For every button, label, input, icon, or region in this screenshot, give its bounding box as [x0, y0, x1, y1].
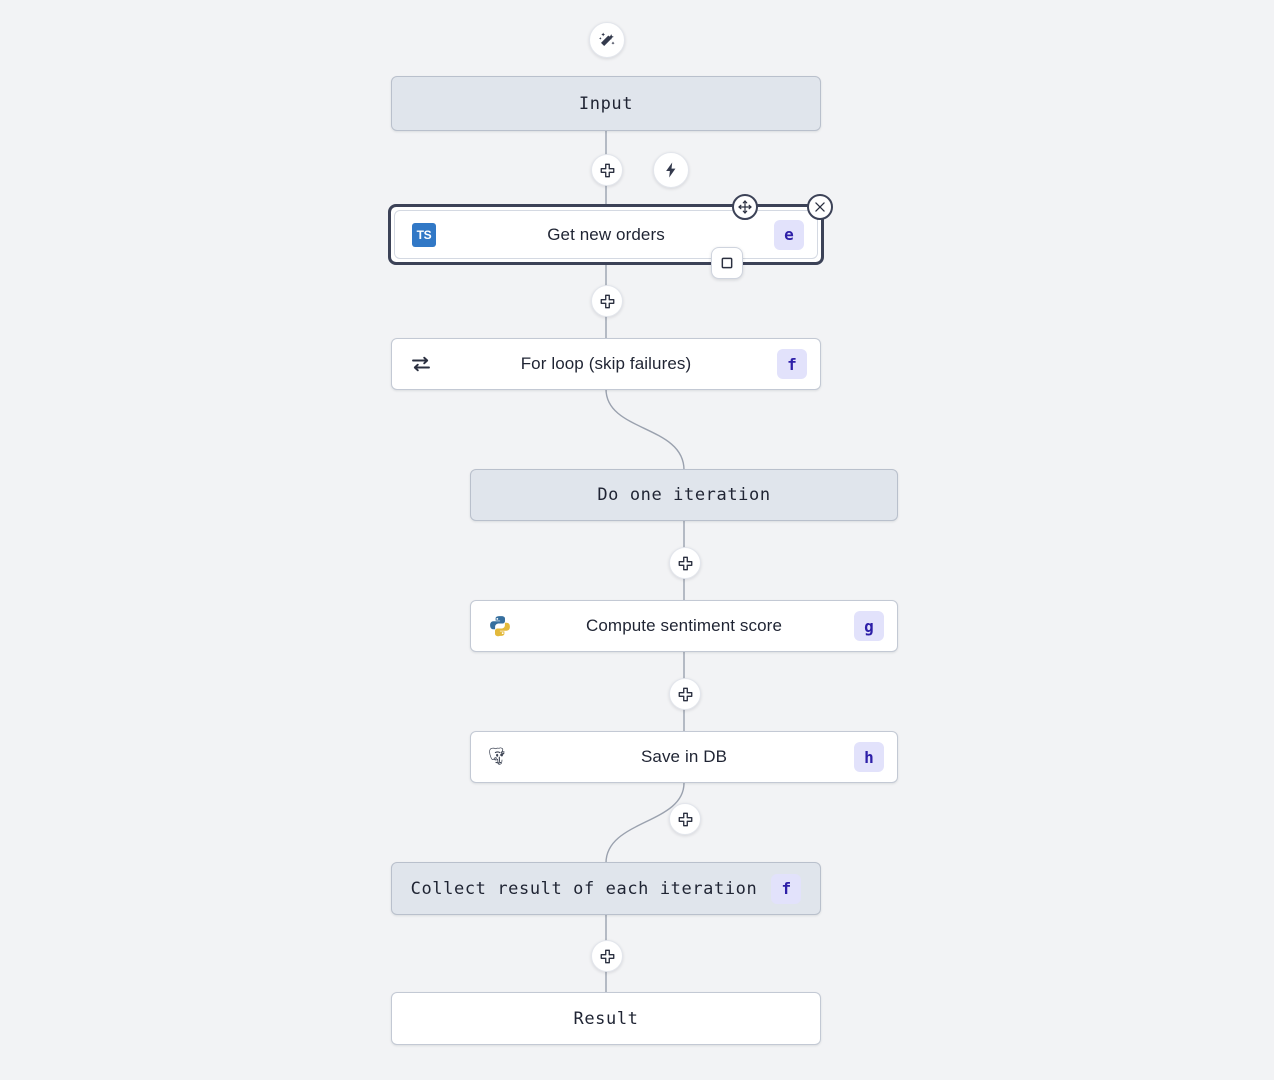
node-do-one-iteration-label: Do one iteration	[597, 485, 771, 505]
node-do-one-iteration[interactable]: Do one iteration	[470, 469, 898, 521]
node-result[interactable]: Result	[391, 992, 821, 1045]
plus-icon	[600, 163, 614, 177]
plus-icon	[678, 556, 692, 570]
plus-icon	[678, 812, 692, 826]
node-save-in-db-label: Save in DB	[640, 747, 728, 766]
insert-after-do-one-iteration-button[interactable]	[669, 547, 701, 579]
stop-square-icon	[721, 257, 733, 269]
insert-after-save-in-db-button[interactable]	[669, 803, 701, 835]
node-collect-result-label: Collect result of each iteration	[410, 878, 758, 899]
node-input-label: Input	[578, 93, 634, 114]
node-for-loop-badge: f	[777, 349, 807, 379]
magic-wand-icon	[599, 32, 615, 46]
loop-repeat-icon	[408, 351, 434, 377]
delete-node-button[interactable]	[807, 194, 833, 220]
lightning-bolt-icon	[666, 162, 676, 178]
node-compute-sentiment-score-label: Compute sentiment score	[586, 616, 782, 635]
node-get-new-orders-label: Get new orders	[547, 224, 665, 244]
node-collect-result-badge: f	[771, 873, 802, 904]
node-result-label: Result	[573, 1008, 639, 1029]
node-save-in-db[interactable]: Save in DB h	[470, 731, 898, 783]
node-compute-sentiment-score-badge: g	[854, 611, 884, 641]
plus-icon	[600, 949, 614, 963]
move-arrows-icon	[738, 200, 752, 214]
python-icon	[487, 613, 513, 639]
trigger-lightning-button[interactable]	[653, 152, 689, 188]
stop-execution-button[interactable]	[711, 247, 743, 279]
postgresql-icon	[487, 744, 513, 770]
node-save-in-db-badge: h	[854, 742, 884, 772]
insert-after-collect-result-button[interactable]	[591, 940, 623, 972]
node-input[interactable]: Input	[391, 76, 821, 131]
node-get-new-orders[interactable]: TS Get new orders e	[394, 210, 818, 259]
node-for-loop-label: For loop (skip failures)	[520, 354, 692, 373]
node-compute-sentiment-score[interactable]: Compute sentiment score g	[470, 600, 898, 652]
plus-icon	[600, 294, 614, 308]
node-collect-result[interactable]: Collect result of each iteration f	[391, 862, 821, 915]
insert-after-compute-sentiment-score-button[interactable]	[669, 678, 701, 710]
insert-after-input-button[interactable]	[591, 154, 623, 186]
node-get-new-orders-selection[interactable]: TS Get new orders e	[388, 204, 824, 265]
plus-icon	[678, 687, 692, 701]
typescript-icon: TS	[411, 222, 437, 248]
node-get-new-orders-badge: e	[774, 219, 804, 250]
insert-after-get-new-orders-button[interactable]	[591, 285, 623, 317]
close-x-icon	[815, 202, 825, 212]
edge-for-loop-to-do-one-iteration	[605, 388, 685, 471]
node-for-loop[interactable]: For loop (skip failures) f	[391, 338, 821, 390]
move-node-handle[interactable]	[732, 194, 758, 220]
ai-assistant-button[interactable]	[589, 22, 625, 58]
